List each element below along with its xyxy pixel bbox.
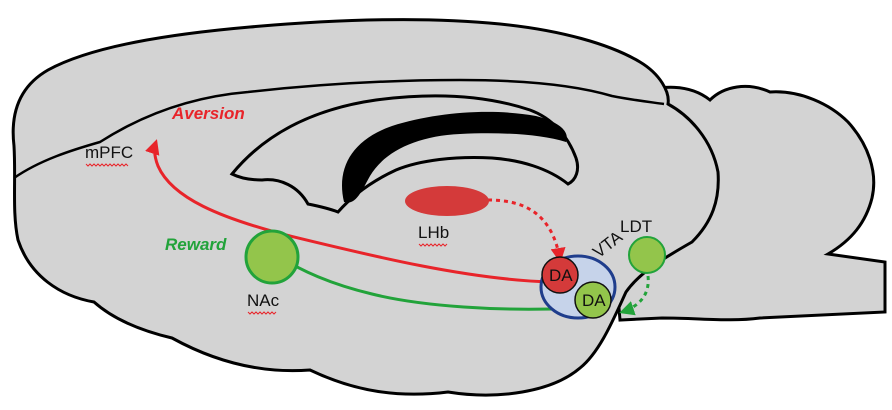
- reward-label: Reward: [165, 235, 227, 254]
- mpfc-label: mPFC: [85, 143, 133, 162]
- brain-outline: [11, 18, 720, 397]
- reward-projection-arrow: [279, 256, 579, 311]
- ldt-region: [628, 236, 666, 274]
- spellcheck-underline-nac: [247, 311, 277, 315]
- spellcheck-underline-lhb: [418, 243, 448, 247]
- da-neuron-aversion: [541, 256, 579, 294]
- corpus-callosum: [342, 111, 567, 203]
- spellcheck-underline-mpfc: [85, 163, 129, 167]
- ventricle-outline: [229, 94, 580, 214]
- lhb-label: LHb: [418, 223, 449, 242]
- aversion-label: Aversion: [171, 104, 245, 123]
- ldt-label: LDT: [620, 217, 652, 236]
- nac-region: [244, 229, 300, 285]
- lhb-region: [405, 186, 489, 216]
- lhb-to-vta-arrow: [487, 198, 566, 263]
- aversion-projection-arrow: [145, 139, 553, 284]
- cortex-boundary-line: [13, 78, 665, 180]
- da-neuron-reward: [574, 281, 612, 319]
- nac-label: NAc: [247, 291, 280, 310]
- da-label-top: DA: [549, 266, 573, 285]
- da-label-bottom: DA: [582, 291, 606, 310]
